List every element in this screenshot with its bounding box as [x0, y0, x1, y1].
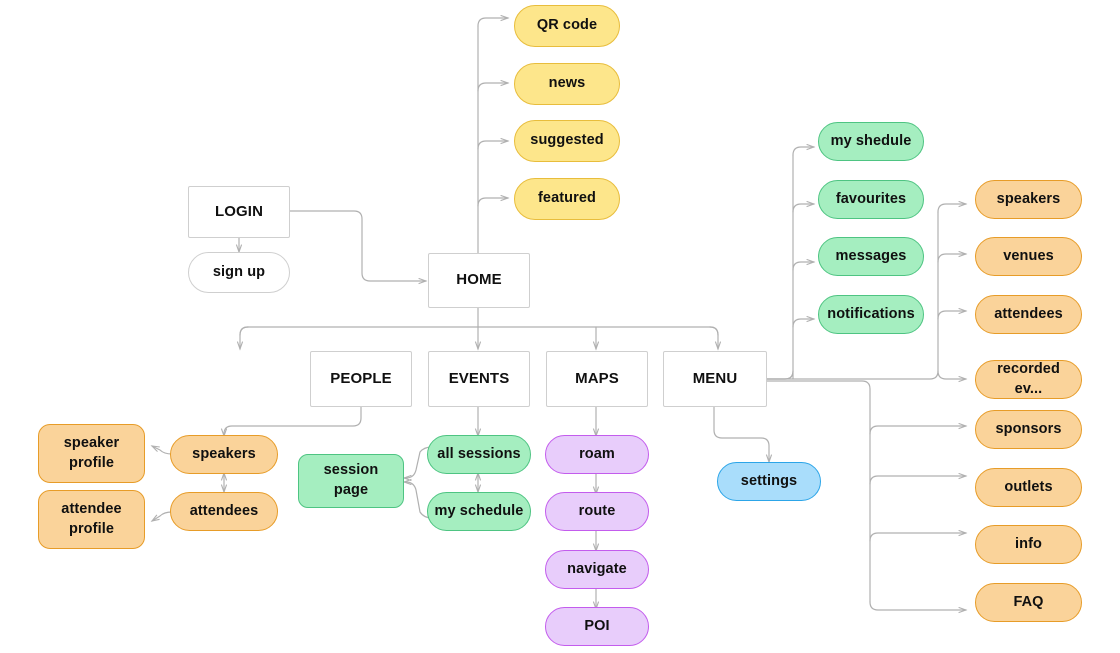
node-navigate-label: navigate	[567, 560, 627, 577]
node-qr-code[interactable]: QR code	[514, 5, 620, 47]
node-poi-label: POI	[584, 617, 610, 634]
node-sign-up[interactable]: sign up	[188, 252, 290, 293]
node-favourites-label: favourites	[835, 190, 907, 207]
node-speakers-people[interactable]: speakers	[170, 435, 278, 474]
node-poi[interactable]: POI	[545, 607, 649, 646]
node-people[interactable]: PEOPLE	[310, 351, 412, 407]
node-my-shedule-menu-label: my shedule	[830, 132, 912, 149]
node-events[interactable]: EVENTS	[428, 351, 530, 407]
node-suggested[interactable]: suggested	[514, 120, 620, 162]
node-home-label: HOME	[456, 271, 502, 289]
node-info-label: info	[1015, 535, 1042, 552]
node-suggested-label: suggested	[530, 132, 604, 149]
node-faq[interactable]: FAQ	[975, 583, 1082, 622]
node-featured[interactable]: featured	[514, 178, 620, 220]
node-speakers-menu-label: speakers	[996, 190, 1061, 207]
node-roam-label: roam	[579, 445, 615, 462]
node-speakers-menu[interactable]: speakers	[975, 180, 1082, 219]
node-session-page[interactable]: session page	[298, 454, 404, 508]
node-news[interactable]: news	[514, 63, 620, 105]
node-venues[interactable]: venues	[975, 237, 1082, 276]
node-menu-label: MENU	[692, 369, 738, 387]
node-attendee-profile[interactable]: attendee profile	[38, 490, 145, 549]
node-messages-label: messages	[835, 247, 907, 264]
node-attendees-menu[interactable]: attendees	[975, 295, 1082, 334]
node-my-shedule-menu[interactable]: my shedule	[818, 122, 924, 161]
node-route[interactable]: route	[545, 492, 649, 531]
node-sponsors[interactable]: sponsors	[975, 410, 1082, 449]
node-recorded-events-label: recorded ev...	[997, 360, 1060, 397]
node-all-sessions-label: all sessions	[437, 445, 521, 462]
node-favourites[interactable]: favourites	[818, 180, 924, 219]
node-faq-label: FAQ	[1013, 593, 1044, 610]
node-qr-code-label: QR code	[536, 17, 598, 34]
node-login[interactable]: LOGIN	[188, 186, 290, 238]
node-speaker-profile[interactable]: speaker profile	[38, 424, 145, 483]
node-settings-label: settings	[740, 472, 798, 489]
node-roam[interactable]: roam	[545, 435, 649, 474]
node-speaker-profile-label: speaker profile	[63, 434, 120, 471]
node-sponsors-label: sponsors	[995, 420, 1062, 437]
node-venues-label: venues	[1003, 247, 1054, 264]
node-notifications[interactable]: notifications	[818, 295, 924, 334]
node-news-label: news	[548, 75, 586, 92]
node-settings[interactable]: settings	[717, 462, 821, 501]
node-speakers-people-label: speakers	[192, 445, 256, 462]
node-login-label: LOGIN	[215, 202, 263, 220]
node-menu[interactable]: MENU	[663, 351, 767, 407]
node-home[interactable]: HOME	[428, 253, 530, 308]
node-notifications-label: notifications	[827, 305, 915, 322]
node-session-page-label: session page	[323, 462, 379, 498]
node-recorded-events[interactable]: recorded ev...	[975, 360, 1082, 399]
node-attendees-menu-label: attendees	[994, 305, 1063, 322]
node-attendees-people-label: attendees	[189, 502, 259, 519]
node-people-label: PEOPLE	[330, 369, 392, 387]
node-events-label: EVENTS	[448, 369, 510, 387]
node-my-schedule-events[interactable]: my schedule	[427, 492, 531, 531]
node-info[interactable]: info	[975, 525, 1082, 564]
node-featured-label: featured	[537, 190, 596, 207]
node-outlets-label: outlets	[1004, 478, 1053, 495]
node-messages[interactable]: messages	[818, 237, 924, 276]
node-sign-up-label: sign up	[212, 263, 266, 280]
node-maps-label: MAPS	[575, 369, 619, 387]
node-my-schedule-events-label: my schedule	[434, 502, 524, 519]
node-attendees-people[interactable]: attendees	[170, 492, 278, 531]
node-all-sessions[interactable]: all sessions	[427, 435, 531, 474]
node-route-label: route	[578, 502, 616, 519]
node-maps[interactable]: MAPS	[546, 351, 648, 407]
node-attendee-profile-label: attendee profile	[61, 500, 122, 537]
node-navigate[interactable]: navigate	[545, 550, 649, 589]
node-outlets[interactable]: outlets	[975, 468, 1082, 507]
